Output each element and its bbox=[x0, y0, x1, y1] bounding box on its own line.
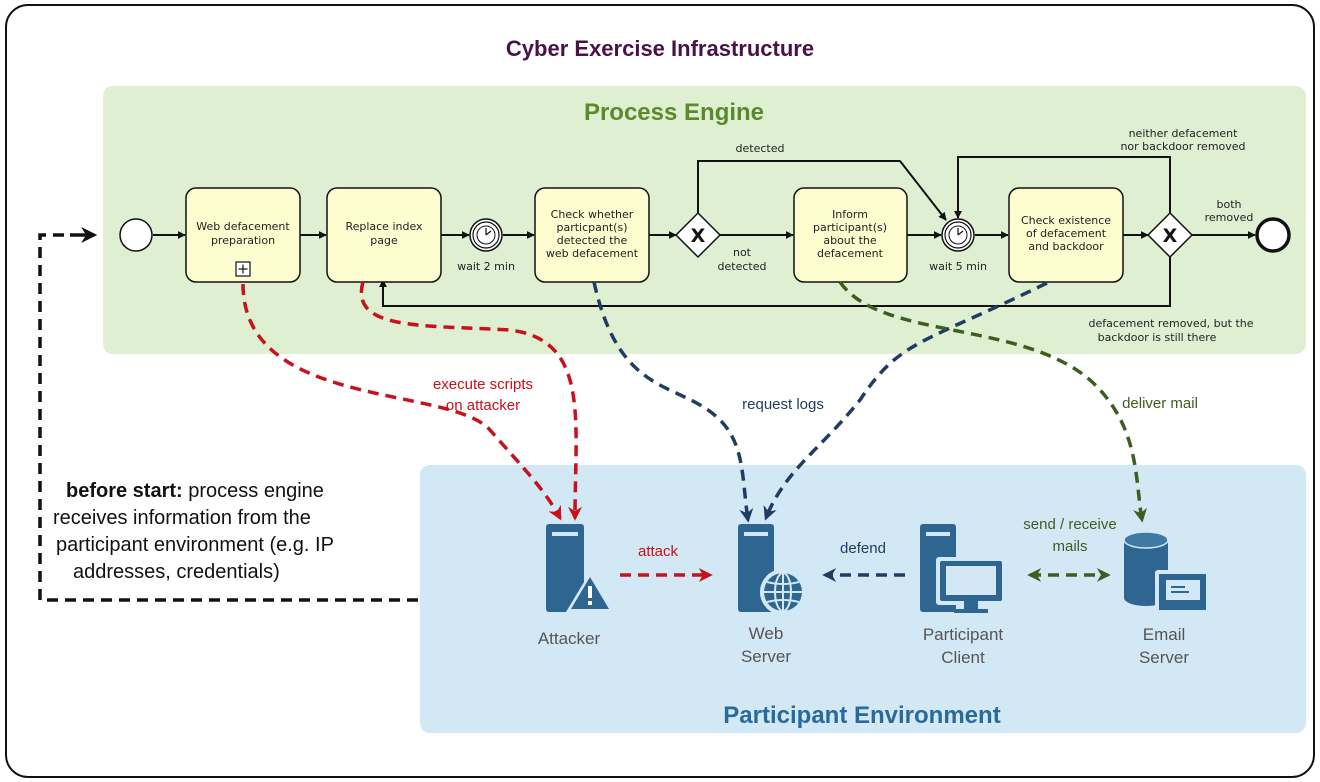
flow-neither-removed bbox=[954, 156, 1171, 219]
flow-defacement-removed bbox=[379, 257, 1171, 307]
timer-1-label: wait 2 min bbox=[457, 260, 515, 273]
email-server-icon bbox=[1123, 531, 1210, 614]
task-replace-index bbox=[326, 187, 442, 283]
edge-inform-to-emailserver bbox=[838, 281, 1147, 523]
edge-prep-to-attacker bbox=[241, 283, 562, 521]
before-start-note: before start: process engine receives in… bbox=[53, 480, 339, 583]
task-inform-participants bbox=[793, 187, 908, 283]
label-detected: detected bbox=[736, 142, 785, 155]
attacker-icon bbox=[546, 524, 614, 612]
label-request-logs: request logs bbox=[742, 396, 824, 413]
page-title: Cyber Exercise Infrastructure bbox=[506, 36, 814, 61]
edge-webserver-to-existence bbox=[763, 281, 1048, 521]
task-check-existence bbox=[1008, 187, 1124, 283]
task-check-detected bbox=[534, 187, 650, 283]
subprocess-marker-icon bbox=[235, 261, 251, 277]
svg-text:X: X bbox=[691, 225, 706, 247]
timer-event-1-icon bbox=[469, 218, 503, 252]
task-web-defacement-prep bbox=[185, 187, 301, 283]
sequence-flows bbox=[153, 156, 1256, 307]
participant-env-title: Participant Environment bbox=[723, 702, 1000, 729]
label-deliver-mail: deliver mail bbox=[1122, 395, 1198, 412]
participant-env-panel bbox=[420, 465, 1306, 733]
edge-replace-to-attacker bbox=[359, 281, 583, 521]
timer-event-2-icon bbox=[941, 218, 975, 252]
end-event bbox=[1255, 217, 1291, 253]
edge-before-start bbox=[38, 233, 418, 602]
timer-2-label: wait 5 min bbox=[929, 260, 987, 273]
flow-detected bbox=[697, 160, 947, 221]
exclusive-gateway-1-icon: X bbox=[674, 211, 722, 259]
start-event bbox=[119, 218, 153, 252]
svg-text:X: X bbox=[1163, 225, 1178, 247]
process-engine-title: Process Engine bbox=[584, 99, 764, 126]
web-server-icon bbox=[738, 524, 806, 615]
dashed-edges bbox=[38, 233, 1147, 602]
task-boxes bbox=[185, 187, 1124, 283]
participant-client-icon bbox=[920, 524, 1006, 613]
exclusive-gateway-2-icon: X bbox=[1146, 211, 1194, 259]
label-defend: defend bbox=[840, 540, 886, 557]
label-attack: attack bbox=[638, 543, 679, 560]
attacker-label: Attacker bbox=[538, 629, 601, 648]
edge-check-to-webserver bbox=[592, 281, 754, 523]
